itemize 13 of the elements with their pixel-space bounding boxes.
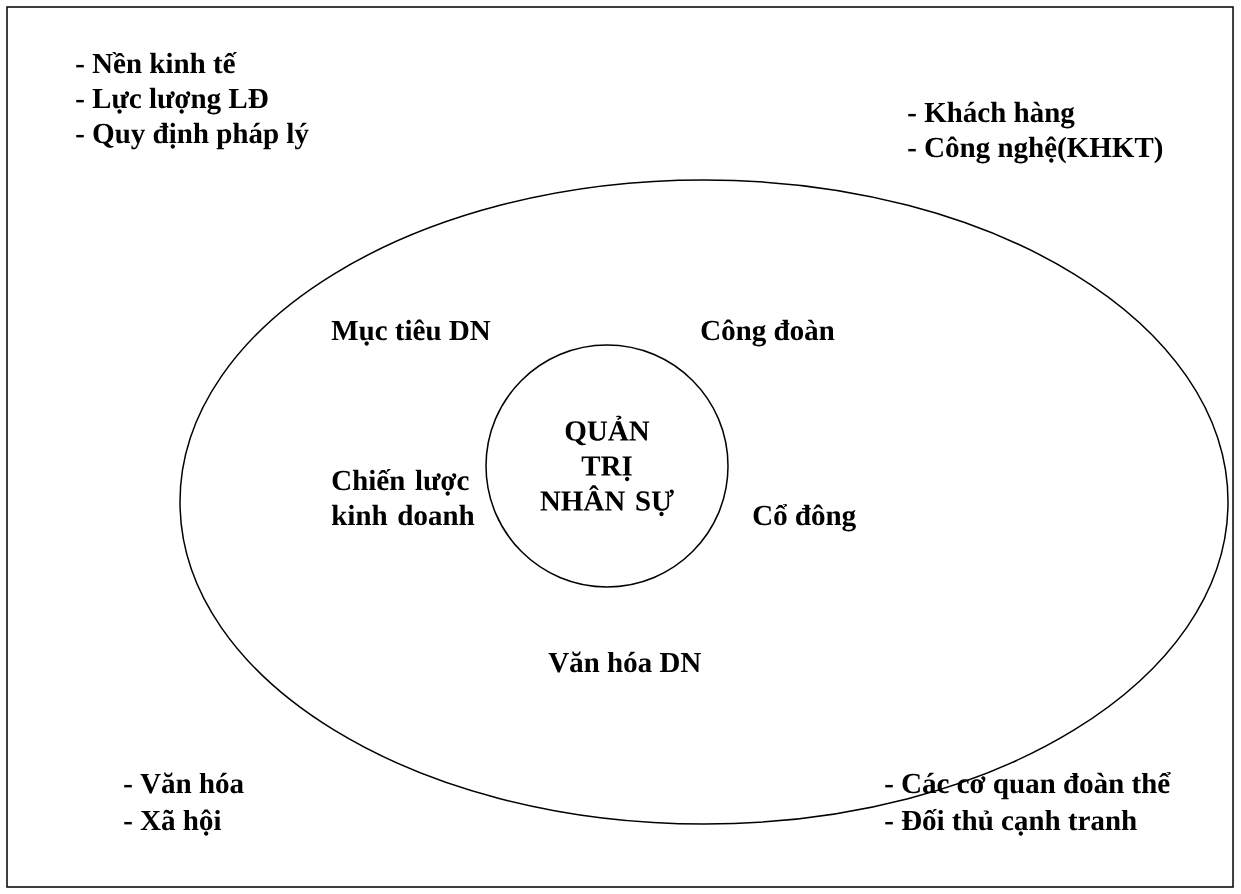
label: - Văn hóa (124, 772, 244, 794)
label: - Quy định pháp lý (76, 122, 309, 150)
label: - Xã hội (124, 809, 222, 836)
label: Văn hóa DN (548, 651, 701, 673)
label: - Công nghệ(KHKT) (908, 136, 1163, 164)
label: Công đoàn (701, 319, 835, 347)
label: - Nền kinh tế (76, 51, 237, 74)
node-text: QUẢN TRỊ NHÂN SỰ (540, 415, 674, 517)
label: - Khách hàng (908, 101, 1075, 129)
label: - Các cơ quan đoàn thể (885, 771, 1171, 800)
label: Mục tiêu DN (331, 319, 491, 346)
label: - Đối thủ cạnh tranh (885, 808, 1137, 836)
label: - Lực lượng LĐ (76, 87, 268, 115)
